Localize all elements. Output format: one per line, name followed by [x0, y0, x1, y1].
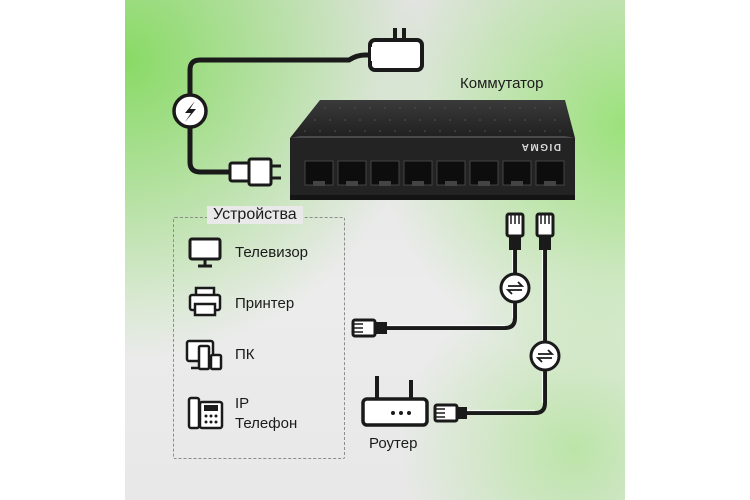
rj45-port	[403, 160, 433, 186]
router-label: Роутер	[369, 435, 418, 452]
data-transfer-icon	[529, 340, 561, 372]
rj45-port	[502, 160, 532, 186]
device-label-pc: ПК	[235, 346, 255, 363]
device-label-tv: Телевизор	[235, 244, 309, 261]
router-icon	[361, 376, 429, 427]
ethernet-cable-devices	[385, 248, 517, 330]
device-label-ip-phone: IP Телефон	[235, 394, 297, 434]
rj45-plug-icon	[535, 212, 555, 250]
power-cable	[187, 52, 370, 175]
switch-brand-logo: DIGMA	[520, 141, 561, 152]
devices-title: Устройства	[207, 206, 303, 224]
printer-icon	[188, 286, 222, 317]
power-plug-icon	[228, 157, 281, 187]
rj45-plug-icon	[351, 318, 387, 338]
ip-phone-icon	[187, 396, 224, 430]
rj45-port	[370, 160, 400, 186]
rj45-plug-icon	[505, 212, 525, 250]
switch-label: Коммутатор	[460, 75, 544, 92]
diagram-panel: DIGMA	[125, 0, 625, 500]
rj45-port	[436, 160, 466, 186]
switch-ports	[304, 160, 565, 186]
device-label-printer: Принтер	[235, 295, 295, 312]
power-symbol-icon	[172, 93, 208, 129]
rj45-port	[535, 160, 565, 186]
rj45-plug-icon	[433, 403, 467, 423]
rj45-port	[304, 160, 334, 186]
power-adapter-icon	[368, 28, 424, 72]
tv-icon	[188, 237, 222, 268]
rj45-port	[469, 160, 499, 186]
data-transfer-icon	[499, 272, 531, 304]
rj45-port	[337, 160, 367, 186]
ethernet-cable-router	[457, 248, 547, 415]
diagram-graphics: DIGMA	[125, 0, 625, 500]
switch-top-texture	[304, 107, 561, 132]
pc-icon	[185, 339, 223, 371]
device-label-ip-line2: Телефон	[235, 415, 298, 432]
device-label-ip-line1: IP	[235, 395, 250, 412]
